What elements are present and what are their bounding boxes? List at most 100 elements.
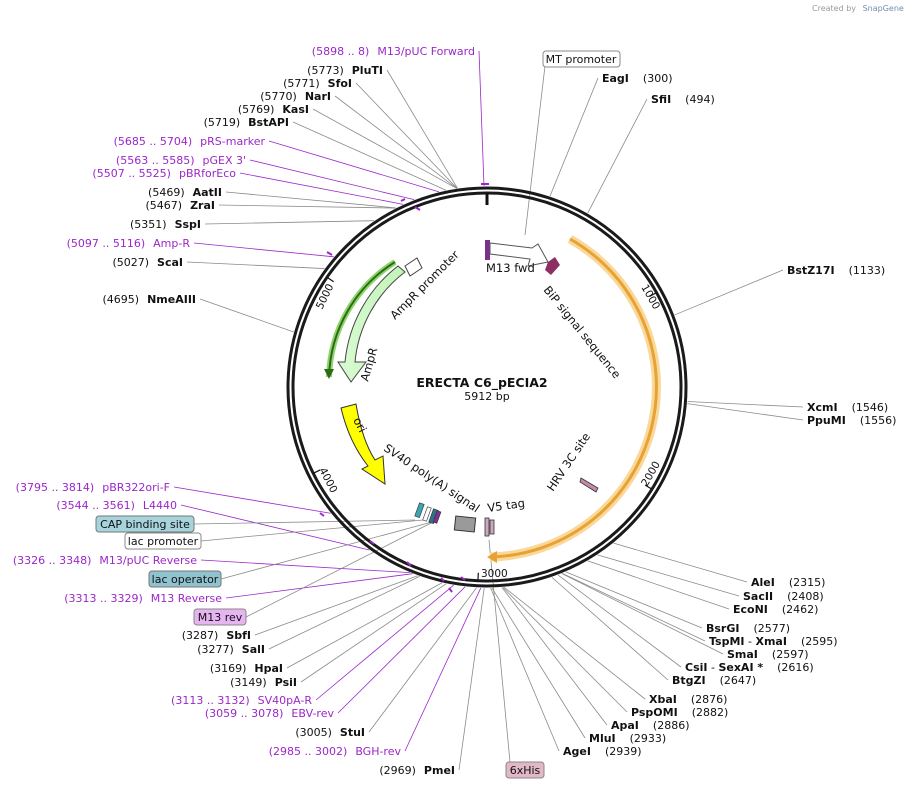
site-label-amp-r[interactable]: (5097 .. 5116)Amp-R bbox=[67, 237, 191, 250]
bip-signal-arc bbox=[489, 237, 658, 559]
site-label-sfii[interactable]: SfiI(494) bbox=[651, 93, 715, 106]
bip-feature-start bbox=[545, 257, 560, 275]
site-label-eagi[interactable]: EagI(300) bbox=[602, 72, 673, 85]
site-pos: (5469) bbox=[148, 186, 185, 199]
site-label-tspmi[interactable]: TspMI - XmaI(2595) bbox=[709, 635, 838, 648]
site-label-xcmi[interactable]: XcmI(1546) bbox=[807, 401, 888, 414]
lac-promoter-box[interactable]: lac promoter bbox=[124, 532, 202, 550]
site-label-alei[interactable]: AleI(2315) bbox=[751, 576, 825, 589]
site-label-zrai[interactable]: (5467)ZraI bbox=[146, 199, 216, 212]
leader-line bbox=[292, 121, 447, 191]
mt-promoter-label: MT promoter bbox=[546, 53, 617, 66]
site-label-aatii[interactable]: (5469)AatII bbox=[148, 186, 222, 199]
site-name: XcmI bbox=[807, 401, 838, 414]
leader-line bbox=[551, 576, 669, 681]
leader-line bbox=[458, 587, 485, 771]
site-name: BGH-rev bbox=[355, 745, 401, 758]
sv40-poly-a-feature bbox=[453, 515, 477, 533]
leader-line bbox=[225, 573, 413, 599]
leader-line bbox=[549, 77, 599, 197]
site-label-csii[interactable]: CsiI - SexAI *(2616) bbox=[685, 661, 814, 674]
site-label-prs-marker[interactable]: (5685 .. 5704)pRS-marker bbox=[114, 135, 266, 148]
leader-line bbox=[312, 108, 457, 189]
site-label-ebv-rev[interactable]: (3059 .. 3078)EBV-rev bbox=[205, 707, 335, 720]
site-label-pluti[interactable]: (5773)PluTI bbox=[307, 64, 383, 77]
site-label-mlui[interactable]: MluI(2933) bbox=[589, 732, 666, 745]
site-name: MluI bbox=[589, 732, 616, 745]
site-label-pgex-3[interactable]: (5563 .. 5585)pGEX 3' bbox=[116, 154, 246, 167]
site-name: SalI bbox=[242, 643, 265, 656]
site-label-psii[interactable]: (3149)PsiI bbox=[230, 676, 297, 689]
site-label-sv40pa-r[interactable]: (3113 .. 3132)SV40pA-R bbox=[171, 694, 312, 707]
site-pos: (5097 .. 5116) bbox=[67, 237, 146, 250]
site-name: pBRforEco bbox=[179, 167, 236, 180]
site-label-sbfi[interactable]: (3287)SbfI bbox=[182, 629, 251, 642]
site-label-m13-puc-forward[interactable]: (5898 .. 8)M13/pUC Forward bbox=[312, 45, 475, 58]
tick-mark bbox=[644, 484, 653, 490]
m13-rev-box[interactable]: M13 rev bbox=[193, 608, 247, 626]
site-label-scai[interactable]: (5027)ScaI bbox=[112, 256, 183, 269]
snapgene-logo: SnapGene bbox=[863, 4, 904, 13]
site-name: EcoNI bbox=[733, 603, 768, 616]
site-name: ZraI bbox=[190, 199, 215, 212]
leader-line bbox=[386, 69, 458, 189]
label-m13-fwd: M13 fwd bbox=[486, 261, 535, 275]
site-label-nmeaiii[interactable]: (4695)NmeAIII bbox=[103, 293, 197, 306]
site-name: AleI bbox=[751, 576, 775, 589]
site-pos: (5898 .. 8) bbox=[312, 45, 370, 58]
hrv-3c-feature bbox=[579, 477, 599, 493]
leader-line bbox=[200, 559, 411, 574]
label-bip-signal: BiP signal sequence bbox=[541, 283, 624, 381]
site-label-stui[interactable]: (3005)StuI bbox=[295, 726, 365, 739]
mt-promoter-box[interactable]: MT promoter bbox=[542, 50, 621, 68]
site-label-l4440[interactable]: (3544 .. 3561)L4440 bbox=[56, 499, 177, 512]
site-label-bstz17i[interactable]: BstZ17I(1133) bbox=[787, 264, 885, 277]
site-label-bgh-rev[interactable]: (2985 .. 3002) BGH-rev bbox=[269, 745, 402, 758]
site-label-agei[interactable]: AgeI(2939) bbox=[563, 745, 642, 758]
leader-line bbox=[488, 539, 511, 763]
site-pos: (2985 .. 3002) bbox=[269, 745, 348, 758]
site-label-bstapi[interactable]: (5719)BstAPI bbox=[204, 116, 289, 129]
site-label-ppumi[interactable]: PpuMI(1556) bbox=[807, 414, 896, 427]
site-name2: XmaI bbox=[755, 635, 786, 648]
leader-line bbox=[674, 269, 784, 316]
lac-operator-box[interactable]: lac operator bbox=[148, 570, 222, 588]
leader-line bbox=[249, 159, 415, 201]
site-label-m13-reverse[interactable]: (3313 .. 3329)M13 Reverse bbox=[64, 592, 222, 605]
site-label-sali[interactable]: (3277)SalI bbox=[197, 643, 265, 656]
site-label-nari[interactable]: (5770)NarI bbox=[260, 90, 331, 103]
his-tag-box[interactable]: 6xHis bbox=[505, 761, 545, 779]
site-label-m13-puc-reverse[interactable]: (3326 .. 3348)M13/pUC Reverse bbox=[13, 554, 197, 567]
site-label-sfoi[interactable]: (5771)SfoI bbox=[283, 77, 352, 90]
cap-binding-site-box[interactable]: CAP binding site bbox=[95, 515, 195, 533]
site-label-pbrforeco[interactable]: (5507 .. 5525)pBRforEco bbox=[92, 167, 236, 180]
site-label-pbr322ori-f[interactable]: (3795 .. 3814)pBR322ori-F bbox=[16, 481, 170, 494]
label-ampr: AmpR bbox=[357, 346, 380, 383]
site-pos: (1133) bbox=[849, 264, 886, 277]
site-pos: (5769) bbox=[238, 103, 275, 116]
site-name: NarI bbox=[305, 90, 331, 103]
site-label-bsrgi[interactable]: BsrGI(2577) bbox=[706, 622, 790, 635]
site-label-xbai[interactable]: XbaI(2876) bbox=[649, 693, 727, 706]
site-label-hpai[interactable]: (3169)HpaI bbox=[210, 662, 283, 675]
site-name: SfiI bbox=[651, 93, 671, 106]
site-label-pmei[interactable]: (2969)PmeI bbox=[379, 764, 455, 777]
bp-tick-marks bbox=[313, 276, 657, 581]
site-label-pspomi[interactable]: PspOMI(2882) bbox=[631, 706, 728, 719]
leader-line bbox=[200, 519, 424, 542]
lac-promoter-label: lac promoter bbox=[128, 535, 199, 548]
lac-operator-label: lac operator bbox=[152, 573, 219, 586]
his-tag-feature bbox=[489, 519, 495, 535]
leader-line bbox=[524, 65, 546, 236]
site-label-btgzi[interactable]: BtgZI(2647) bbox=[672, 674, 756, 687]
site-label-smai[interactable]: SmaI(2597) bbox=[727, 648, 808, 661]
site-label-sacii[interactable]: SacII(2408) bbox=[743, 590, 824, 603]
site-label-sspi[interactable]: (5351)SspI bbox=[130, 218, 201, 231]
site-name: BsrGI bbox=[706, 622, 739, 635]
site-pos: (4695) bbox=[103, 293, 140, 306]
site-label-econi[interactable]: EcoNI(2462) bbox=[733, 603, 818, 616]
site-label-kasi[interactable]: (5769)KasI bbox=[238, 103, 309, 116]
site-name: CsiI bbox=[685, 661, 707, 674]
site-label-apai[interactable]: ApaI(2886) bbox=[611, 719, 689, 732]
site-pos: (2939) bbox=[605, 745, 642, 758]
